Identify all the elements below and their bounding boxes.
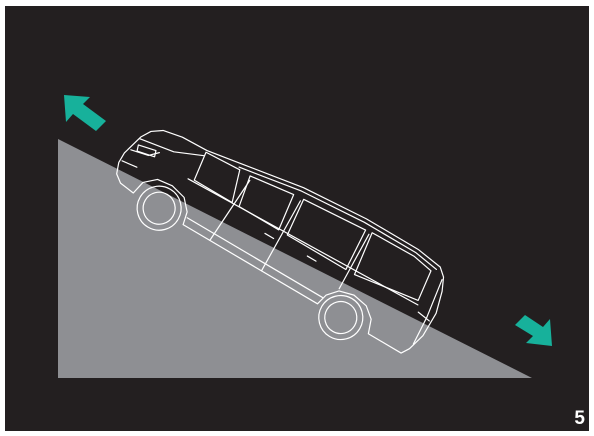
arrow-up-left-icon [64,95,106,131]
illustration-panel: 5 [5,6,589,431]
page-number: 5 [574,409,585,428]
slope-ramp [58,139,532,378]
arrow-down-right-icon [515,315,552,346]
slope-illustration [5,6,589,431]
